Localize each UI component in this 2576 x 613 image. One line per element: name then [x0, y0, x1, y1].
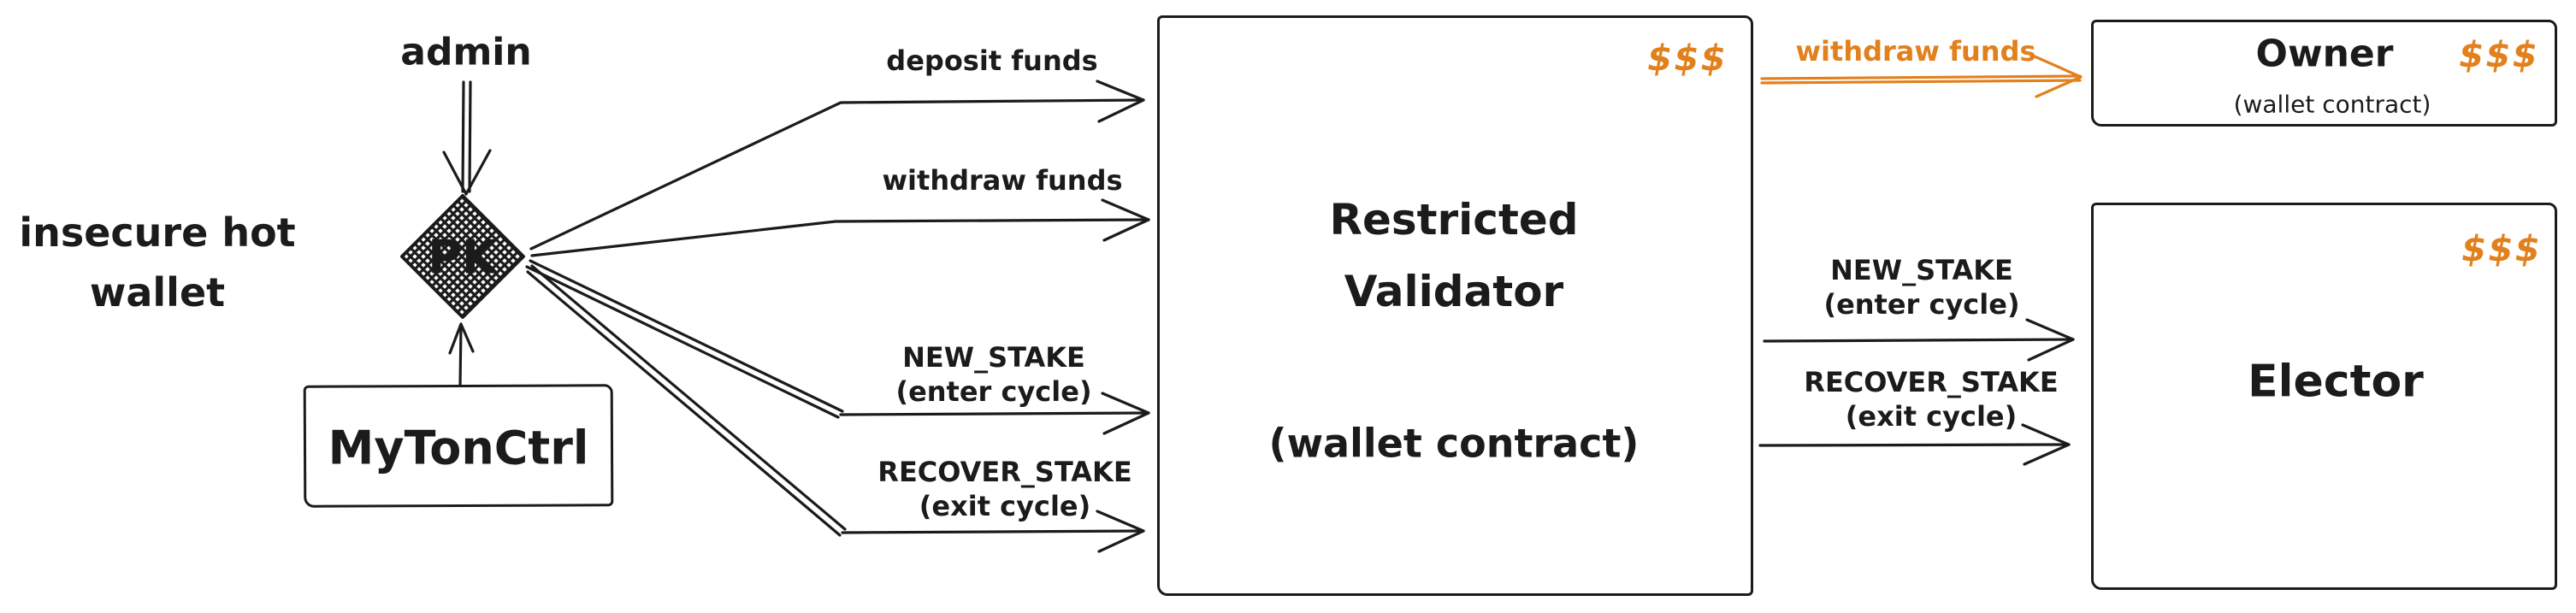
recover-stake-exit-cycle-right-label: RECOVER_STAKE (exit cycle)	[1804, 366, 2059, 433]
owner-money-badge: $$$	[2459, 33, 2539, 76]
withdraw-funds-to-owner-label: withdraw funds	[1795, 35, 2036, 68]
withdraw-funds-edge-label: withdraw funds	[882, 164, 1123, 197]
new-stake-to-validator-arrow	[525, 259, 1150, 435]
pk-diamond	[400, 194, 525, 319]
deposit-funds-arrow	[529, 80, 1145, 251]
withdraw-funds-arrow	[530, 198, 1150, 257]
mytonctrl-to-pk-arrow	[448, 322, 475, 387]
restricted-validator-title: Restricted Validator	[1329, 195, 1579, 316]
new-stake-enter-cycle-right-label: NEW_STAKE (enter cycle)	[1823, 254, 2020, 321]
elector-title: Elector	[2248, 356, 2424, 408]
withdraw-funds-to-owner-arrow	[1760, 55, 2083, 98]
owner-box	[2091, 20, 2557, 127]
recover-stake-to-validator-arrow	[526, 264, 1145, 553]
pk-label: PK	[428, 230, 498, 285]
mytonctrl-label: MyTonCtrl	[328, 421, 589, 475]
insecure-hot-wallet-label: insecure hot wallet	[19, 209, 296, 315]
recover-stake-to-elector-arrow	[1758, 423, 2071, 466]
owner-subtitle: (wallet contract)	[2233, 90, 2431, 119]
admin-to-pk-arrow	[442, 80, 492, 196]
owner-title: Owner	[2255, 32, 2394, 76]
new-stake-to-elector-arrow	[1763, 318, 2075, 362]
admin-label: admin	[400, 30, 532, 74]
restricted-validator-box	[1157, 15, 1753, 596]
recover-stake-exit-cycle-left-label: RECOVER_STAKE (exit cycle)	[877, 456, 1132, 522]
validator-money-badge: $$$	[1647, 37, 1728, 80]
new-stake-enter-cycle-left-label: NEW_STAKE (enter cycle)	[895, 341, 1092, 408]
deposit-funds-edge-label: deposit funds	[886, 44, 1098, 77]
restricted-validator-subtitle: (wallet contract)	[1268, 420, 1640, 467]
elector-money-badge: $$$	[2461, 227, 2542, 270]
elector-box	[2091, 203, 2557, 590]
